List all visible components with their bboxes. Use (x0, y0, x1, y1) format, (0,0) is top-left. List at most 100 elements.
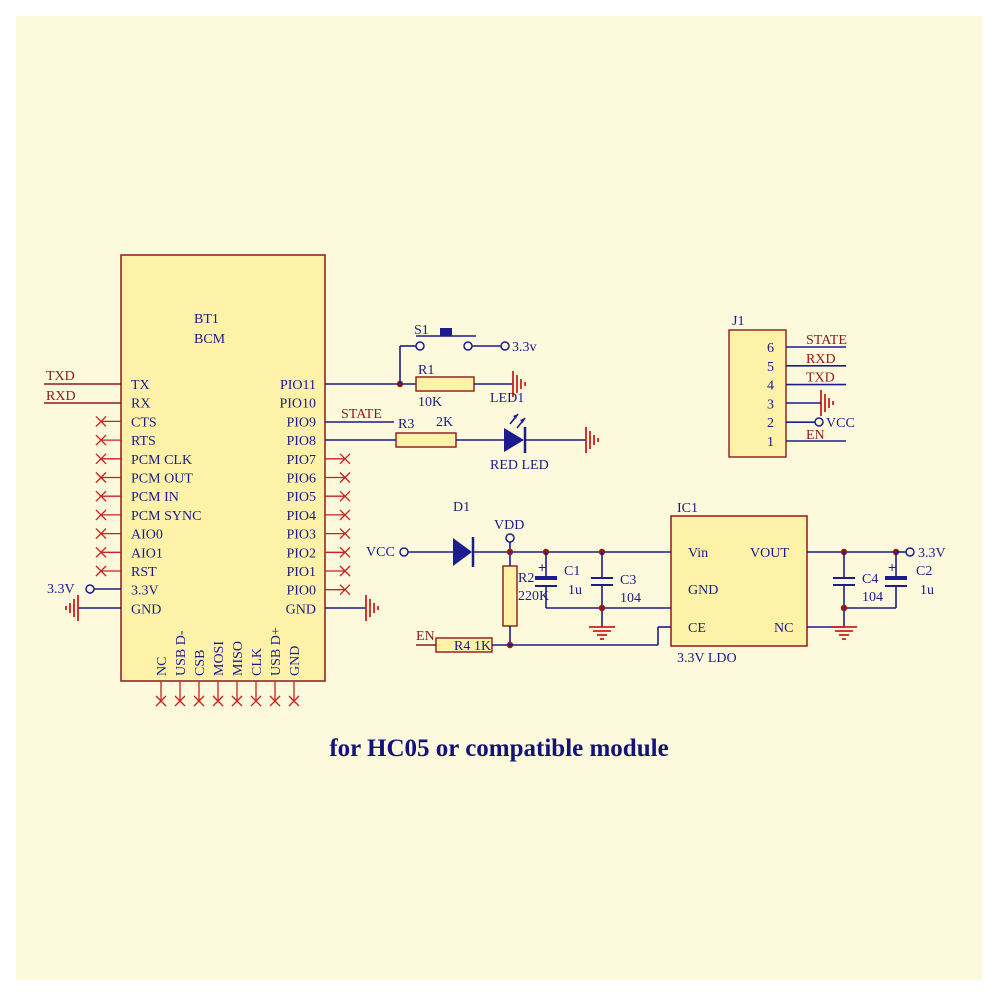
red-led-label: RED LED (490, 458, 549, 473)
power-port-3v3-out: 3.3V (918, 546, 946, 561)
no-connect-mark (339, 453, 351, 465)
bt1-left-pin-label: CTS (131, 415, 157, 430)
bt1-left-pin-label: TX (131, 378, 150, 393)
diagram-title: for HC05 or compatible module (329, 735, 668, 762)
no-connect-mark (339, 565, 351, 577)
bt1-left-pin-label: PCM OUT (131, 472, 193, 487)
r4-value: 1K (474, 639, 491, 654)
r3-label: R3 (398, 417, 414, 432)
r1-label: R1 (418, 363, 434, 378)
svg-text:+: + (538, 559, 546, 575)
no-connect-mark (231, 695, 243, 707)
j1-ref: J1 (732, 314, 744, 329)
j1-pin-number: 2 (767, 416, 774, 431)
bt1-left-pin-label: PCM CLK (131, 453, 192, 468)
bt1-bottom-pin-label: USB D- (174, 630, 189, 676)
s1-label: S1 (414, 323, 429, 338)
bt1-left-pin-label: PCM SYNC (131, 509, 201, 524)
r3-resistor (395, 432, 457, 448)
bt1-left-pin-label: AIO1 (131, 546, 163, 561)
ic1-name: 3.3V LDO (677, 651, 737, 666)
net-label-state: STATE (341, 407, 382, 422)
no-connect-mark (95, 453, 107, 465)
d1-diode (453, 538, 472, 566)
no-connect-mark (95, 528, 107, 540)
bt1-right-pin-label: PIO3 (286, 528, 316, 543)
no-connect-mark (174, 695, 186, 707)
no-connect-mark (339, 490, 351, 502)
no-connect-mark (95, 472, 107, 483)
txd-rxd-nets: TXD RXD (44, 369, 121, 404)
no-connect-mark (339, 584, 351, 596)
bt1-left-pin-label: 3.3V (131, 584, 159, 599)
bt1-left-pin-label: RST (131, 565, 157, 580)
c1-value: 1u (568, 583, 582, 598)
bt1-bottom-pin-label: GND (288, 646, 303, 676)
d1-label: D1 (453, 500, 470, 515)
j1-pin-number: 3 (767, 397, 774, 412)
net-label-en: EN (416, 629, 435, 644)
bt1-left-pin-label: PCM IN (131, 490, 179, 505)
no-connect-mark (250, 695, 262, 707)
bt1-name: BCM (194, 332, 226, 347)
r2-resistor (502, 565, 518, 627)
ic1-pin-vin: Vin (688, 546, 708, 561)
ground-symbol-out (830, 626, 858, 640)
c3-value: 104 (620, 591, 641, 606)
bt1-right-pin-label: PIO6 (286, 472, 316, 487)
bt1-body (120, 254, 326, 682)
no-connect-mark (95, 509, 107, 521)
j1-pin-number: 1 (767, 435, 774, 450)
j1-pin-number: 4 (767, 379, 774, 394)
ic1-pin-ce: CE (688, 621, 706, 636)
bt1-ref: BT1 (194, 312, 219, 327)
bt1-left-pin-label: RX (131, 397, 150, 412)
r1-resistor (415, 376, 475, 392)
no-connect-mark (339, 472, 351, 483)
bt1-bottom-pin-label: CSB (193, 650, 208, 676)
bt1-bottom-pin-label: CLK (250, 648, 265, 676)
no-connect-mark (95, 415, 107, 427)
no-connect-mark (339, 528, 351, 540)
ground-symbol-c3 (588, 626, 616, 640)
ic1-pin-nc: NC (774, 621, 793, 636)
power-port-3v3-s1: 3.3v (512, 340, 537, 355)
bt1-right-pin-label: PIO5 (286, 490, 316, 505)
net-label-txd: TXD (46, 369, 75, 384)
c2-label: C2 (916, 564, 932, 579)
j1-pin-label: STATE (806, 333, 847, 348)
ic1-pin-gnd: GND (688, 583, 718, 598)
power-port-vdd: VDD (494, 518, 524, 533)
no-connect-mark (212, 695, 224, 707)
r2-value: 220K (518, 589, 549, 604)
bt1-left-pin-label: GND (131, 602, 161, 617)
r3-value: 2K (436, 415, 453, 430)
bt1-power-right (325, 594, 379, 622)
no-connect-mark (155, 695, 167, 707)
j1-pin-number: 5 (767, 360, 774, 375)
no-connect-mark (269, 695, 281, 707)
pio8-led-circuit: R3 2K RED LED (325, 413, 599, 473)
bt1-right-pin-label: PIO0 (286, 584, 316, 599)
bt1-right-pins: PIO11PIO10PIO9PIO8PIO7PIO6PIO5PIO4PIO3PI… (279, 378, 351, 617)
bt1-bottom-pin-label: NC (155, 657, 170, 676)
no-connect-mark (95, 434, 107, 446)
no-connect-mark (193, 695, 205, 707)
bt1-right-pin-label: PIO1 (286, 565, 316, 580)
ic1-body (670, 515, 808, 647)
no-connect-mark (288, 695, 300, 707)
ic1-pin-vout: VOUT (750, 546, 789, 561)
ground-symbol-left (65, 594, 79, 622)
ground-symbol-led (585, 426, 599, 454)
ground-symbol-j1 (820, 389, 834, 417)
bt1-right-pin-label: PIO4 (286, 509, 316, 524)
red-led-diode (504, 428, 524, 452)
bt1-bottom-pin-label: MISO (231, 641, 246, 676)
